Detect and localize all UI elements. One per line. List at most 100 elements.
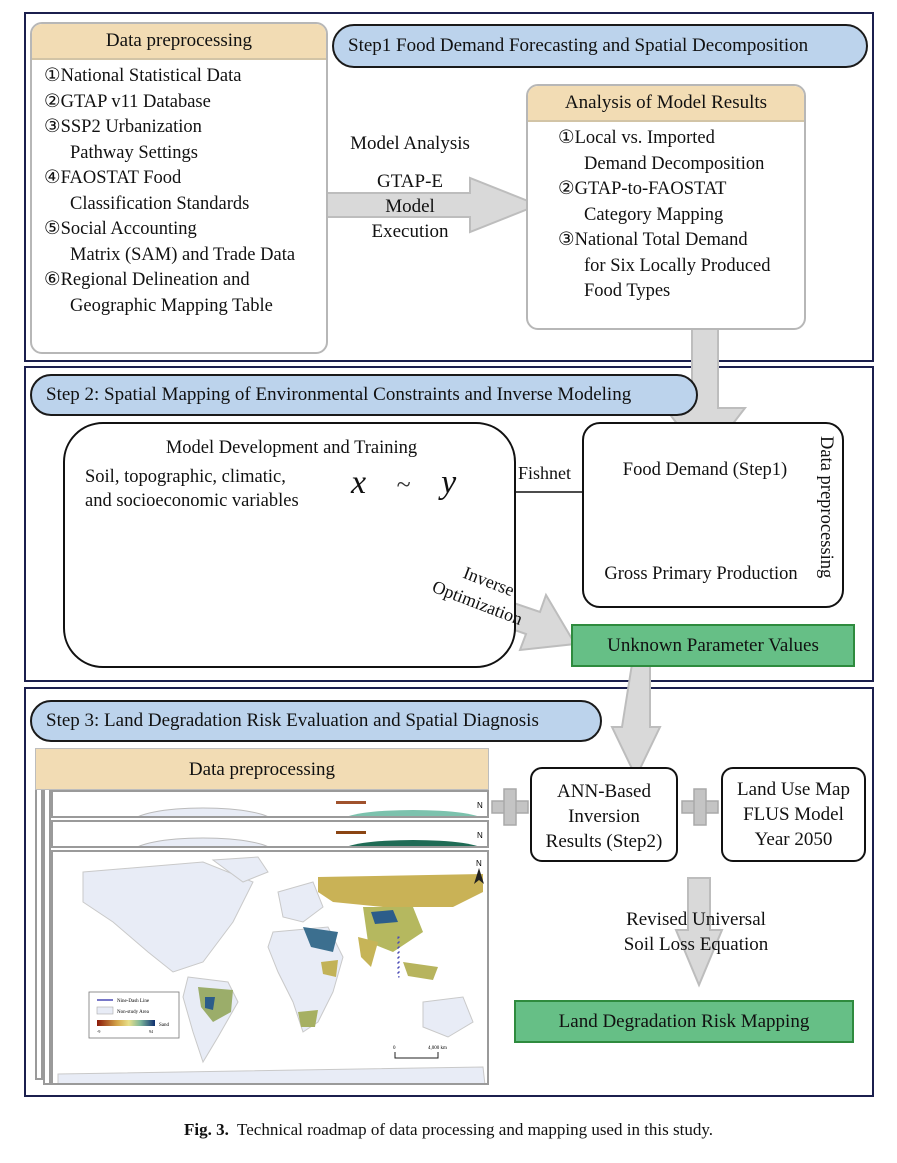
antarctica-land	[57, 1066, 486, 1083]
east-africa-study-area	[321, 960, 338, 977]
plus-icon-step3-left	[491, 788, 529, 826]
model-result-item-2-line-2: Category Mapping	[584, 204, 724, 225]
north-label-2: N	[477, 831, 483, 840]
legend-nine-dash: Nine-Dash Line	[117, 999, 150, 1004]
land-use-line-1: Land Use Map	[737, 779, 850, 800]
land-use-line-3: Year 2050	[754, 829, 833, 850]
scale-bar: 0 4,000 km	[393, 1046, 447, 1059]
world-map-sand: N Nine-Dash Line Non-study Area	[57, 856, 486, 1083]
ann-inversion-results-box: ANN-Based Inversion Results (Step2)	[530, 767, 678, 862]
unknown-parameter-values-label: Unknown Parameter Values	[607, 635, 819, 656]
step3-title: Step 3: Land Degradation Risk Evaluation…	[46, 710, 539, 731]
north-label: N	[476, 859, 482, 868]
scale-end: 4,000 km	[428, 1046, 447, 1051]
ann-line-2: Inversion	[568, 806, 640, 827]
step2-title-pill: Step 2: Spatial Mapping of Environmental…	[30, 374, 698, 416]
model-result-item-3: ③National Total Demand	[558, 230, 748, 250]
gtap-execution-arrow	[309, 176, 541, 234]
model-development-title: Model Development and Training	[165, 438, 418, 458]
variables-line-1: Soil, topographic, climatic,	[85, 467, 286, 487]
gross-primary-production-label: Gross Primary Production	[604, 564, 798, 584]
model-line: Model	[385, 196, 435, 217]
model-results-box: Analysis of Model Results ①Local vs. Imp…	[526, 84, 806, 330]
formula-y: y	[441, 464, 457, 501]
model-result-item-3-line-2: for Six Locally Produced	[584, 255, 771, 276]
model-result-item-3-line-3: Food Types	[584, 281, 671, 301]
formula-tilde: ~	[396, 470, 411, 499]
land-degradation-risk-mapping-label: Land Degradation Risk Mapping	[558, 1011, 810, 1032]
model-analysis-label: Model Analysis	[350, 133, 470, 154]
variables-label: Soil, topographic, climatic, and socioec…	[85, 465, 299, 513]
step1-input-item-5-line-2: Matrix (SAM) and Trade Data	[70, 244, 296, 265]
nine-dash-line	[397, 936, 400, 978]
unknown-parameter-values-box: Unknown Parameter Values	[571, 624, 855, 667]
brazil-study-area	[198, 987, 233, 1022]
step2-to-step3-arrow	[610, 663, 662, 780]
north-label-1: N	[477, 801, 483, 810]
step2-title: Step 2: Spatial Mapping of Environmental…	[46, 384, 632, 405]
step1-input-item-6: ⑥Regional Delineation and	[44, 270, 250, 290]
step1-input-item-3-line-2: Pathway Settings	[70, 142, 198, 163]
step1-input-list: ①National Statistical Data ②GTAP v11 Data…	[32, 60, 326, 319]
map-layer-1: N	[51, 790, 489, 818]
europe-asia-land	[277, 881, 324, 923]
map-layer-main: N Nine-Dash Line Non-study Area	[51, 850, 489, 1085]
india-study-area	[358, 937, 378, 967]
gtap-e-line: GTAP-E	[376, 171, 444, 192]
ann-line-3: Results (Step2)	[545, 831, 663, 852]
execution-line: Execution	[371, 221, 449, 242]
step1-title: Step1 Food Demand Forecasting and Spatia…	[348, 35, 809, 56]
land-use-map-box: Land Use Map FLUS Model Year 2050	[721, 767, 866, 862]
se-asia-study-area	[403, 962, 438, 980]
food-demand-step1-label: Food Demand (Step1)	[622, 460, 788, 480]
north-america-land	[82, 861, 254, 973]
map-stack: Data preprocessing N N	[35, 748, 489, 1085]
step1-input-item-5: ⑤Social Accounting	[44, 219, 197, 239]
china-blue-patch	[371, 910, 398, 924]
rusle-line-2: Soil Loss Equation	[623, 934, 769, 955]
figure-label: Fig. 3.	[183, 1120, 229, 1139]
formula-x: x	[351, 464, 367, 501]
formula-x-tilde-y: x ~ y	[351, 464, 456, 502]
step1-input-item-3: ③SSP2 Urbanization	[44, 117, 202, 137]
model-results-header: Analysis of Model Results	[528, 86, 804, 122]
legend-variable: Sand	[159, 1023, 170, 1028]
figure-caption: Fig. 3. Technical roadmap of data proces…	[0, 1120, 897, 1140]
model-result-item-1: ①Local vs. Imported	[558, 128, 715, 148]
map-legend: Nine-Dash Line Non-study Area Sand -9 94	[88, 991, 180, 1039]
step1-input-item-6-line-2: Geographic Mapping Table	[70, 295, 273, 316]
step1-input-item-1: ①National Statistical Data	[44, 66, 242, 86]
rusle-label: Revised Universal Soil Loss Equation	[596, 907, 796, 957]
map-layer-back-edge	[35, 790, 43, 1080]
step1-input-item-2: ②GTAP v11 Database	[44, 91, 211, 112]
arabia-study-area	[303, 927, 338, 952]
step2-data-box: Food Demand (Step1) Gross Primary Produc…	[582, 422, 844, 608]
land-use-map-text: Land Use Map FLUS Model Year 2050	[723, 777, 864, 852]
model-result-item-2: ②GTAP-to-FAOSTAT	[558, 179, 727, 199]
step1-data-preprocessing-header: Data preprocessing	[32, 24, 326, 60]
legend-min: -9	[97, 1029, 100, 1034]
australia-land	[422, 996, 474, 1038]
rusle-line-1: Revised Universal	[626, 909, 766, 930]
land-use-line-2: FLUS Model	[743, 804, 844, 825]
legend-non-study: Non-study Area	[117, 1010, 150, 1015]
data-preprocessing-vertical-label: Data preprocessing	[816, 436, 836, 579]
step1-data-preprocessing-box: Data preprocessing ①National Statistical…	[30, 22, 328, 354]
rusle-arrow	[674, 877, 724, 988]
step1-input-item-4: ④FAOSTAT Food	[44, 168, 182, 188]
map-layer-mid-edge	[43, 790, 51, 1085]
map-stack-header: Data preprocessing	[35, 748, 489, 790]
brazil-blue-patch	[205, 997, 215, 1010]
greenland-land	[211, 856, 269, 883]
south-africa-study-area	[298, 1010, 318, 1027]
step1-title-pill: Step1 Food Demand Forecasting and Spatia…	[332, 24, 868, 68]
variables-line-2: and socioeconomic variables	[85, 491, 299, 511]
model-result-item-1-line-2: Demand Decomposition	[584, 153, 765, 174]
land-degradation-risk-mapping-box: Land Degradation Risk Mapping	[514, 1000, 854, 1043]
map-layer-1-thumbnail: N	[138, 801, 483, 816]
plus-icon-step3-right	[681, 788, 719, 826]
russia-study-area	[318, 874, 483, 907]
legend-max: 94	[149, 1029, 153, 1034]
fishnet-label: Fishnet	[518, 463, 572, 483]
